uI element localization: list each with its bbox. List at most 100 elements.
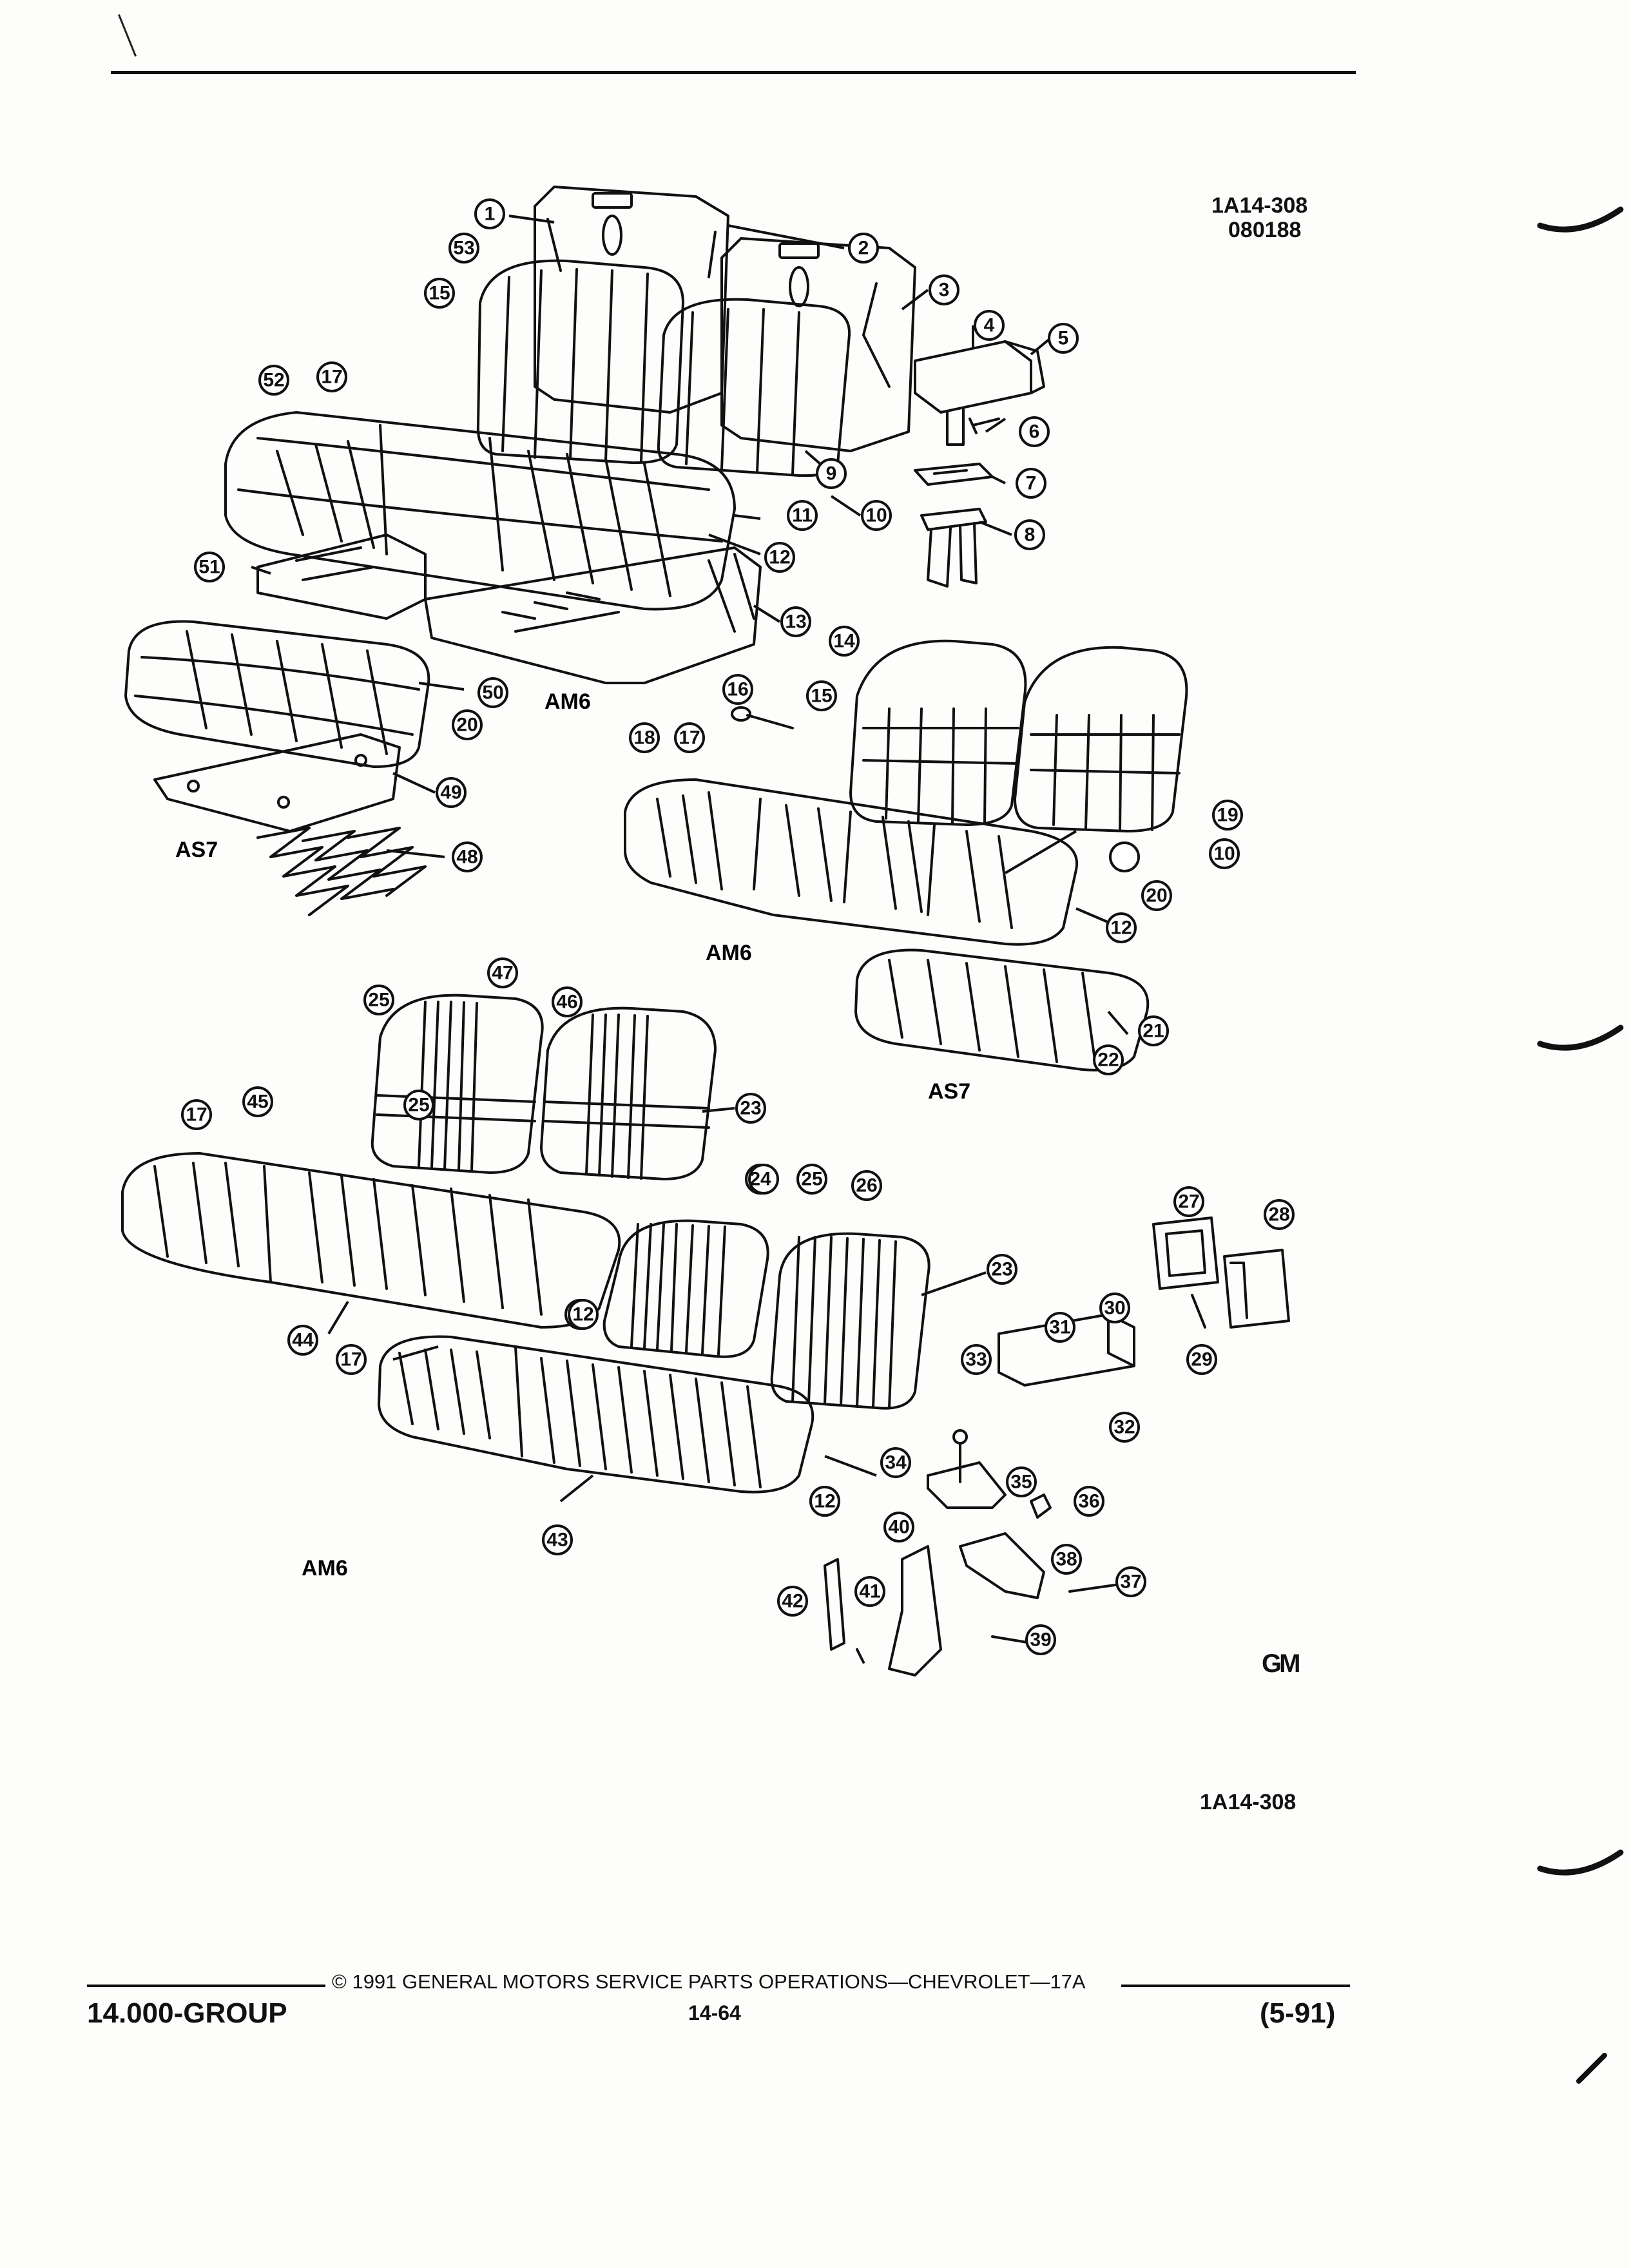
bolt-16 — [731, 706, 794, 729]
callout-numbers: 1 2 3 4 5 6 7 8 9 10 11 12 13 14 15 16 1… — [186, 204, 1289, 1651]
callout-40: 40 — [888, 1517, 909, 1538]
callout-49: 49 — [440, 782, 461, 803]
callout-23: 23 — [740, 1098, 761, 1119]
leader-lines — [251, 215, 1129, 1503]
callout-47: 47 — [492, 963, 513, 984]
callout-7: 7 — [1026, 473, 1037, 494]
callout-1: 1 — [485, 204, 496, 225]
screw-33 — [952, 1429, 968, 1483]
callout-10-b: 10 — [1213, 843, 1235, 865]
callout-10: 10 — [865, 505, 887, 526]
callout-15-b: 15 — [811, 686, 832, 707]
callout-12-c: 12 — [572, 1304, 593, 1325]
callout-5: 5 — [1058, 328, 1069, 349]
binder-marks — [1537, 206, 1624, 1876]
callout-13: 13 — [785, 611, 806, 633]
footer-group: 14.000-GROUP — [87, 1997, 287, 2029]
seat-cushion-as7-left — [124, 620, 430, 768]
callout-22: 22 — [1097, 1050, 1119, 1071]
seat-frame-51 — [256, 533, 427, 620]
corner-mark — [1576, 2053, 1607, 2084]
callout-25-c: 25 — [408, 1095, 429, 1116]
callout-33: 33 — [965, 1349, 987, 1370]
seat-frame-13 — [424, 546, 762, 684]
seatback-26 — [770, 1232, 930, 1410]
callout-23-b: 23 — [991, 1259, 1012, 1280]
callout-28: 28 — [1268, 1204, 1289, 1225]
callout-11: 11 — [792, 505, 813, 526]
callout-15: 15 — [429, 283, 450, 304]
callout-52: 52 — [263, 370, 284, 391]
seatback-24 — [602, 1219, 769, 1358]
callout-17: 17 — [321, 367, 342, 388]
bracket-42 — [824, 1558, 845, 1651]
seat-cushion-22 — [854, 948, 1150, 1072]
callout-51: 51 — [198, 557, 220, 578]
callout-45: 45 — [247, 1091, 268, 1113]
callout-53: 53 — [453, 238, 474, 259]
seat-pan-49 — [153, 733, 401, 832]
callouts — [181, 198, 1295, 1655]
callout-24: 24 — [749, 1169, 771, 1190]
seat-cushion-18 — [624, 778, 1079, 946]
escutcheon-27 — [1152, 1216, 1219, 1290]
escutcheon-7 — [914, 463, 994, 486]
callout-18: 18 — [633, 727, 655, 749]
callout-31: 31 — [1049, 1317, 1070, 1338]
callout-32: 32 — [1113, 1417, 1135, 1438]
callout-20-b: 20 — [1146, 885, 1167, 907]
label-as7-left: AS7 — [175, 838, 218, 862]
footer-revision: (5-91) — [1260, 1997, 1336, 2029]
seatback-frame-right — [720, 237, 916, 452]
callout-29: 29 — [1191, 1349, 1212, 1370]
bracket-8 — [920, 508, 987, 588]
callout-48: 48 — [456, 847, 477, 868]
callout-14: 14 — [833, 631, 855, 652]
callout-37: 37 — [1120, 1571, 1141, 1593]
callout-42: 42 — [782, 1591, 803, 1612]
callout-38: 38 — [1055, 1549, 1077, 1570]
footer-rule-left — [87, 1984, 325, 1987]
nut-36 — [1030, 1494, 1052, 1519]
callout-36: 36 — [1078, 1491, 1099, 1512]
screw-39 — [991, 1635, 1032, 1644]
screw-41 — [856, 1648, 865, 1664]
seat-cushion-top — [224, 411, 736, 611]
callout-12-d: 12 — [814, 1491, 835, 1512]
callout-20: 20 — [456, 715, 477, 736]
seatback-cushion-right — [657, 298, 851, 477]
figure-id-bottom: 1A14-308 — [1200, 1790, 1296, 1814]
seat-exploded-diagram: 1 2 3 4 5 6 7 8 9 10 11 12 13 14 15 16 1… — [121, 186, 1295, 1677]
callout-27: 27 — [1178, 1191, 1199, 1213]
callout-12-b: 12 — [1110, 918, 1132, 939]
figure-id: 1A14-308 — [1211, 193, 1308, 218]
callout-35: 35 — [1010, 1472, 1032, 1493]
seatback-cushion-left — [476, 259, 684, 465]
callout-46: 46 — [556, 992, 577, 1013]
seat-springs-48 — [256, 827, 427, 916]
callout-25: 25 — [368, 990, 389, 1011]
gm-logo: GM — [1262, 1649, 1300, 1678]
callout-19: 19 — [1217, 805, 1238, 826]
callout-17-b: 17 — [679, 727, 700, 749]
label-as7-middle: AS7 — [928, 1079, 970, 1104]
callout-25-b: 25 — [801, 1169, 822, 1190]
top-rule — [111, 71, 1356, 74]
callout-50: 50 — [482, 682, 503, 704]
callout-41: 41 — [859, 1581, 880, 1602]
screw-37 — [1068, 1584, 1116, 1593]
bracket-35 — [927, 1461, 1007, 1509]
callout-26: 26 — [856, 1175, 877, 1196]
callout-30: 30 — [1104, 1298, 1125, 1319]
footer-copyright: © 1991 GENERAL MOTORS SERVICE PARTS OPER… — [332, 1970, 1086, 1993]
screw-29 — [1191, 1294, 1206, 1329]
callout-8: 8 — [1025, 524, 1036, 546]
label-am6-bottom: AM6 — [302, 1556, 348, 1581]
seatback-47 — [371, 994, 544, 1174]
label-am6-top: AM6 — [545, 689, 591, 714]
label-am6-middle: AM6 — [706, 941, 752, 965]
callout-44: 44 — [292, 1330, 314, 1351]
callout-17-c: 17 — [340, 1349, 361, 1370]
screw-6 — [969, 418, 1000, 434]
armrest — [914, 340, 1045, 446]
